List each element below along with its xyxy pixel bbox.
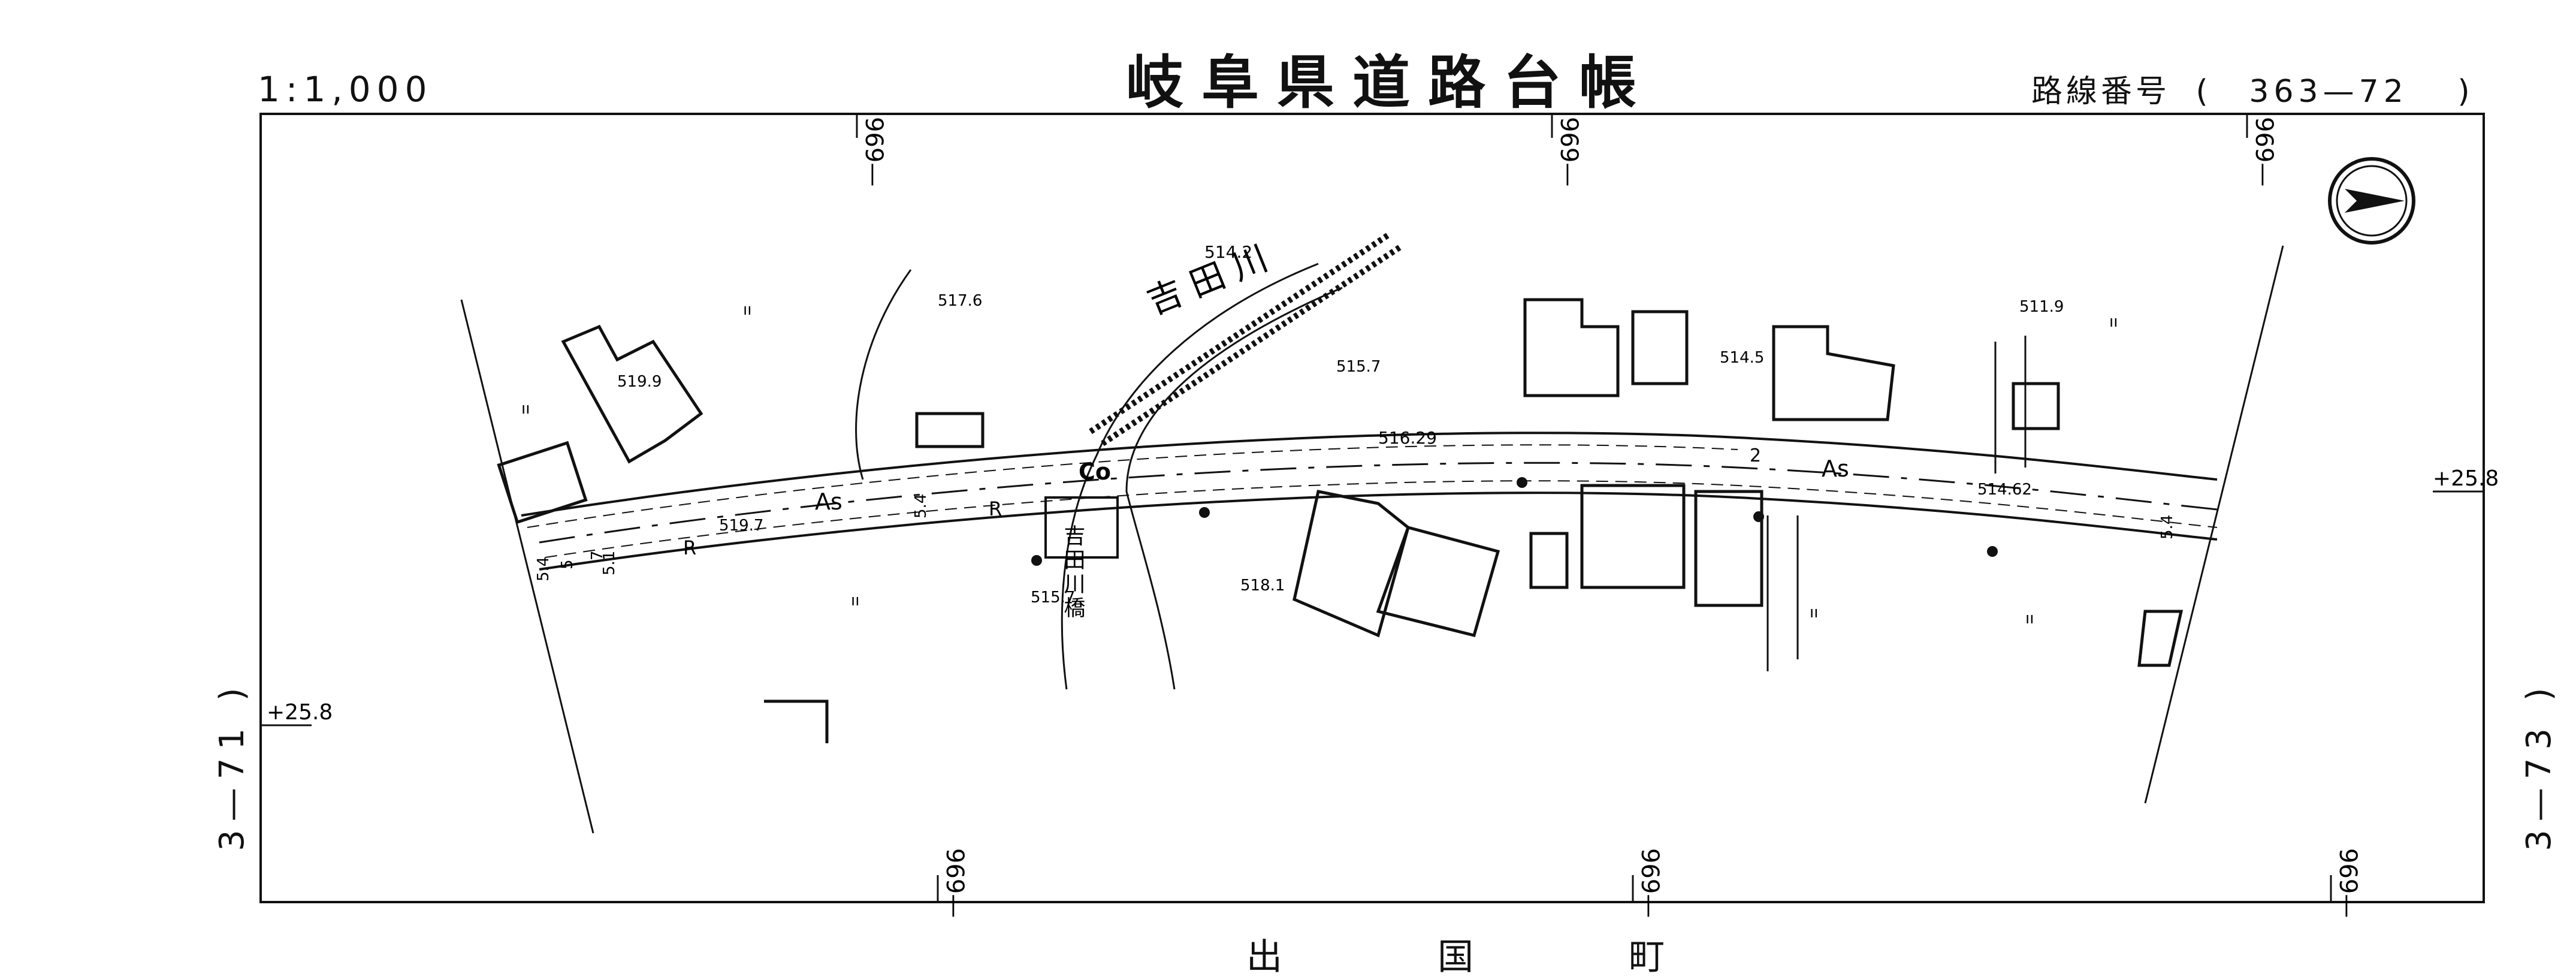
page-title: 岐阜県道路台帳 xyxy=(1126,49,1654,116)
grid-label-bottom-3: 969— xyxy=(2334,848,2361,918)
elevation-label: 514.5 xyxy=(1720,349,1764,367)
grid-label-side-left: +25.8 xyxy=(267,700,333,725)
elevation-label: 511.9 xyxy=(2019,298,2064,316)
road-ledger-sheet: 1:1,000 岐阜県道路台帳 路線番号 ( 363—72 ) 3—71 ) 3… xyxy=(213,49,2559,978)
elevation-label: 516.29 xyxy=(1378,428,1437,448)
elevation-label: 517.6 xyxy=(938,292,982,310)
road-centerline xyxy=(539,462,2218,544)
survey-points xyxy=(1031,477,1998,566)
road-width-label: 5.1 xyxy=(600,551,618,575)
grid-label-top-2: 969— xyxy=(1555,117,1583,186)
side-road xyxy=(1766,515,1799,671)
route-open-paren: ( xyxy=(2196,74,2212,110)
pavement-asphalt-east: As xyxy=(1822,456,1849,482)
side-road xyxy=(855,269,912,480)
building xyxy=(764,699,829,743)
river-bank-west xyxy=(1061,263,1319,690)
side-road xyxy=(1994,336,2027,474)
map-drawing: 969— 969— 969— 969— 969— 969— +25.8 +25.… xyxy=(259,113,2499,918)
road-edge-inner-south xyxy=(545,480,2218,558)
river-hatch xyxy=(1089,231,1404,447)
building xyxy=(1772,325,1895,421)
vegetation-mark: ıı xyxy=(521,400,530,418)
road-width-label: 5 xyxy=(558,559,576,569)
building xyxy=(1523,298,1620,397)
grid-label-side-right: +25.8 xyxy=(2433,466,2499,491)
building xyxy=(1292,490,1410,638)
road-edge-south xyxy=(539,491,2218,571)
building xyxy=(561,324,703,464)
road-code-2: R xyxy=(989,497,1002,520)
elevation-label: 519.7 xyxy=(719,517,763,535)
road-width-label: 5.4 xyxy=(534,557,552,581)
building xyxy=(2137,610,2184,667)
road-width-label: 5.4 xyxy=(2158,515,2176,539)
building xyxy=(497,441,588,524)
pavement-asphalt-west: As xyxy=(815,489,842,515)
route-label: 路線番号 xyxy=(2031,74,2171,110)
road-edge-north xyxy=(521,432,2218,517)
building xyxy=(1580,484,1686,589)
building xyxy=(1631,310,1689,385)
grid-label-top-3: 969— xyxy=(2250,117,2278,186)
map-frame xyxy=(259,113,2485,903)
elevation-label: 519.9 xyxy=(617,373,662,391)
vegetation-mark: ıı xyxy=(743,301,751,319)
vegetation-mark: ıı xyxy=(2109,313,2118,331)
elevation-label: 515.7 xyxy=(1336,358,1381,376)
grid-ticks xyxy=(261,114,2484,902)
elevation-label: 515.7 xyxy=(1031,589,1075,607)
building xyxy=(915,412,985,448)
building xyxy=(1694,490,1763,607)
building xyxy=(2012,382,2060,430)
road-width-label: 2 xyxy=(1750,445,1761,466)
bridge-structure xyxy=(1044,496,1119,559)
road-width-label: 5.4 xyxy=(912,494,930,518)
grid-label-top-1: 969— xyxy=(860,117,887,186)
building xyxy=(1376,525,1500,638)
river-bank-east xyxy=(1125,287,1343,690)
route-close-paren: ) xyxy=(2457,74,2474,110)
north-arrow-icon xyxy=(2328,157,2415,245)
vegetation-mark: ıı xyxy=(851,592,859,610)
elevation-label: 518.1 xyxy=(1240,577,1285,595)
road-edge-inner-north xyxy=(527,444,1738,528)
grid-label-bottom-1: 969— xyxy=(941,848,968,918)
route-number-value: 363—72 xyxy=(2249,74,2408,110)
grid-label-bottom-2: 969— xyxy=(1636,848,1663,918)
route-number: 路線番号 ( 363—72 ) xyxy=(2031,66,2486,111)
scale-label: 1:1,000 xyxy=(258,69,433,110)
elevation-label: 514.2 xyxy=(1204,242,1252,262)
pavement-concrete: Co xyxy=(1079,459,1111,485)
bridge-name: 吉田川橋 xyxy=(1061,524,1085,620)
elevation-label: 514.62 xyxy=(1977,481,2032,499)
vegetation-mark: ıı xyxy=(1810,604,1818,622)
building xyxy=(1529,532,1569,589)
road-width-label: 7 xyxy=(588,550,606,560)
road-code-1: R xyxy=(683,536,696,559)
vegetation-mark: ıı xyxy=(2025,610,2034,628)
survey-area-outline xyxy=(460,245,2284,834)
